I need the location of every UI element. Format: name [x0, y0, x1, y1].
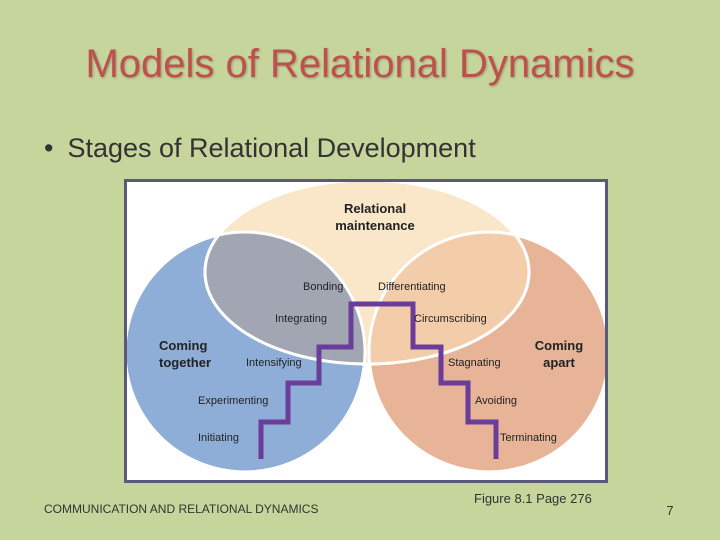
- slide-title: Models of Relational Dynamics: [85, 42, 635, 86]
- bullet-text: Stages of Relational Development: [67, 133, 476, 163]
- right-region-label-line1: Coming: [535, 338, 583, 353]
- left-circle-outline: [127, 230, 367, 474]
- stage-label-terminating: Terminating: [500, 432, 557, 444]
- venn-diagram: Relational maintenance Coming together C…: [127, 182, 605, 474]
- stage-label-bonding: Bonding: [303, 281, 343, 293]
- left-region-label-line2: together: [159, 355, 211, 370]
- staircase-path: [258, 301, 499, 459]
- relational-development-figure: Relational maintenance Coming together C…: [124, 179, 608, 483]
- top-circle-outline: [203, 182, 531, 366]
- left-region-label-line1: Coming: [159, 338, 207, 353]
- top-region-label-line1: Relational: [344, 201, 406, 216]
- stage-label-differentiating: Differentiating: [378, 281, 446, 293]
- stage-label-experimenting: Experimenting: [198, 395, 268, 407]
- stage-label-stagnating: Stagnating: [448, 357, 501, 369]
- bullet-item: • Stages of Relational Development: [44, 133, 476, 164]
- bullet-dot-icon: •: [44, 133, 54, 163]
- stage-label-avoiding: Avoiding: [475, 395, 517, 407]
- stage-label-initiating: Initiating: [198, 432, 239, 444]
- stage-label-circumscribing: Circumscribing: [414, 313, 487, 325]
- right-circle-outline: [367, 230, 605, 474]
- footer-course-title: COMMUNICATION AND RELATIONAL DYNAMICS: [44, 502, 319, 516]
- right-region-label-line2: apart: [543, 355, 575, 370]
- stage-label-integrating: Integrating: [275, 313, 327, 325]
- top-region-label-line2: maintenance: [335, 218, 414, 233]
- stage-label-intensifying: Intensifying: [246, 357, 302, 369]
- page-number: 7: [666, 503, 674, 518]
- figure-caption: Figure 8.1 Page 276: [474, 491, 592, 506]
